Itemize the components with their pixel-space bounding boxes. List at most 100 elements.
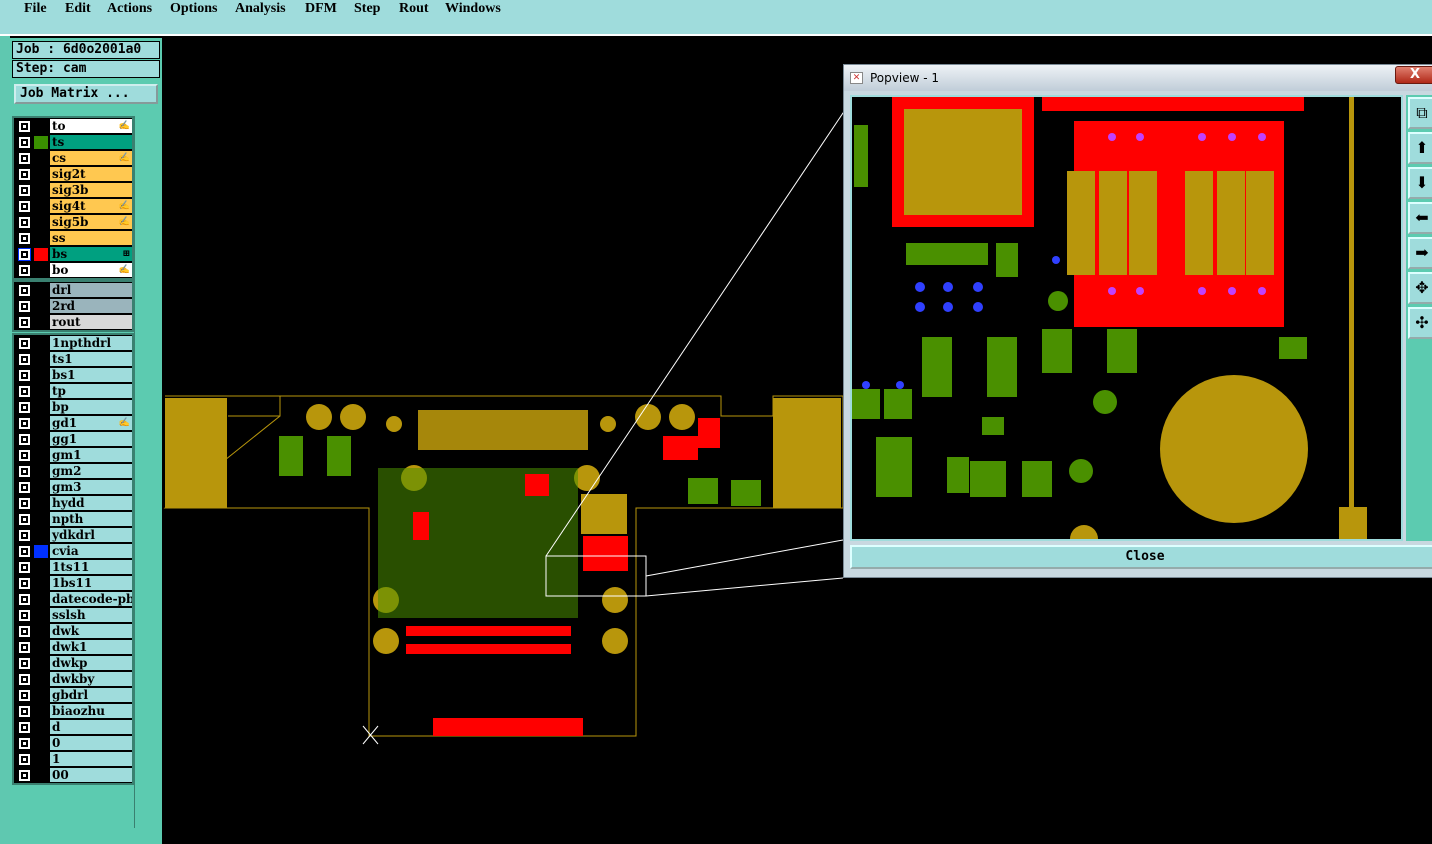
layer-row[interactable]: npth (16, 512, 132, 527)
layer-name[interactable]: 2rd (50, 299, 132, 313)
layer-color-swatch[interactable] (34, 369, 48, 382)
layer-row[interactable]: 2rd (16, 299, 132, 314)
layer-row[interactable]: rout (16, 315, 132, 330)
layer-row[interactable]: ss (16, 231, 132, 246)
layer-color-swatch[interactable] (34, 385, 48, 398)
layer-row[interactable]: cvia (16, 544, 132, 559)
layer-color-swatch[interactable] (34, 337, 48, 350)
menu-step[interactable]: Step (354, 1, 381, 16)
layer-row[interactable]: gg1 (16, 432, 132, 447)
layer-row[interactable]: dwkby (16, 672, 132, 687)
pan-up-icon[interactable]: ⬆ (1408, 132, 1432, 164)
layer-name[interactable]: dwkby (50, 672, 132, 686)
layer-color-swatch[interactable] (34, 609, 48, 622)
layer-color-swatch[interactable] (34, 481, 48, 494)
layer-checkbox[interactable] (18, 721, 31, 734)
layer-checkbox[interactable] (18, 513, 31, 526)
layer-checkbox[interactable] (18, 593, 31, 606)
menu-windows[interactable]: Windows (445, 1, 501, 16)
layer-checkbox[interactable] (18, 232, 31, 245)
layer-checkbox[interactable] (18, 641, 31, 654)
menu-dfm[interactable]: DFM (305, 1, 337, 16)
layer-name[interactable]: 00 (50, 768, 132, 782)
layer-row[interactable]: 00 (16, 768, 132, 783)
layer-checkbox[interactable] (18, 417, 31, 430)
layer-color-swatch[interactable] (34, 705, 48, 718)
layer-color-swatch[interactable] (34, 401, 48, 414)
layer-name[interactable]: npth (50, 512, 132, 526)
pan-left-icon[interactable]: ⬅ (1408, 202, 1432, 234)
layer-name[interactable]: gd1✍ (50, 416, 132, 430)
layer-name[interactable]: sslsh (50, 608, 132, 622)
layer-row[interactable]: tp (16, 384, 132, 399)
layer-name[interactable]: to✍ (50, 119, 132, 133)
layer-row[interactable]: 1npthdrl (16, 336, 132, 351)
layer-color-swatch[interactable] (34, 737, 48, 750)
layer-checkbox[interactable] (18, 168, 31, 181)
menu-edit[interactable]: Edit (65, 1, 91, 16)
zoom-home-icon[interactable]: ⧉ (1408, 97, 1432, 129)
layer-row[interactable]: ydkdrl (16, 528, 132, 543)
layer-name[interactable]: hydd (50, 496, 132, 510)
layer-color-swatch[interactable] (34, 353, 48, 366)
layer-name[interactable]: sig5b✍ (50, 215, 132, 229)
layer-name[interactable]: drl (50, 283, 132, 297)
layer-color-swatch[interactable] (34, 200, 48, 213)
layer-name[interactable]: tp (50, 384, 132, 398)
layer-row[interactable]: sig2t (16, 167, 132, 182)
layer-checkbox[interactable] (18, 200, 31, 213)
layer-name[interactable]: rout (50, 315, 132, 329)
menu-rout[interactable]: Rout (399, 1, 429, 16)
layer-row[interactable]: drl (16, 283, 132, 298)
layer-checkbox[interactable] (18, 673, 31, 686)
layer-checkbox[interactable] (18, 136, 31, 149)
layer-name[interactable]: bs⊞ (50, 247, 132, 261)
layer-row[interactable]: sslsh (16, 608, 132, 623)
layer-color-swatch[interactable] (34, 465, 48, 478)
layer-row[interactable]: gm2 (16, 464, 132, 479)
layer-checkbox[interactable] (18, 316, 31, 329)
layer-color-swatch[interactable] (34, 184, 48, 197)
layer-checkbox[interactable] (18, 769, 31, 782)
layer-checkbox[interactable] (18, 216, 31, 229)
layer-row[interactable]: bo✍ (16, 263, 132, 278)
menu-analysis[interactable]: Analysis (235, 1, 286, 16)
layer-color-swatch[interactable] (34, 264, 48, 277)
layer-row[interactable]: 0 (16, 736, 132, 751)
layer-name[interactable]: dwk1 (50, 640, 132, 654)
layer-checkbox[interactable] (18, 120, 31, 133)
layer-name[interactable]: bs1 (50, 368, 132, 382)
layer-row[interactable]: bs⊞ (16, 247, 132, 262)
layer-name[interactable]: sig2t (50, 167, 132, 181)
layer-row[interactable]: gm3 (16, 480, 132, 495)
layer-checkbox[interactable] (18, 353, 31, 366)
layer-checkbox[interactable] (18, 737, 31, 750)
layer-checkbox[interactable] (18, 753, 31, 766)
layer-name[interactable]: 0 (50, 736, 132, 750)
layer-color-swatch[interactable] (34, 689, 48, 702)
layer-checkbox[interactable] (18, 248, 31, 261)
layer-name[interactable]: 1bs11 (50, 576, 132, 590)
layer-row[interactable]: 1bs11 (16, 576, 132, 591)
layer-color-swatch[interactable] (34, 625, 48, 638)
layer-checkbox[interactable] (18, 385, 31, 398)
layer-color-swatch[interactable] (34, 120, 48, 133)
layer-row[interactable]: cs✍ (16, 151, 132, 166)
layer-name[interactable]: d (50, 720, 132, 734)
layer-name[interactable]: sig3b (50, 183, 132, 197)
layer-row[interactable]: ts1 (16, 352, 132, 367)
layer-color-swatch[interactable] (34, 769, 48, 782)
layer-row[interactable]: biaozhu (16, 704, 132, 719)
layer-name[interactable]: dwk (50, 624, 132, 638)
layer-color-swatch[interactable] (34, 284, 48, 297)
layer-checkbox[interactable] (18, 609, 31, 622)
layer-color-swatch[interactable] (34, 529, 48, 542)
layer-color-swatch[interactable] (34, 216, 48, 229)
layer-row[interactable]: sig3b (16, 183, 132, 198)
layer-color-swatch[interactable] (34, 136, 48, 149)
pcb-board-view[interactable] (163, 38, 843, 844)
layer-row[interactable]: bs1 (16, 368, 132, 383)
layer-checkbox[interactable] (18, 529, 31, 542)
layer-row[interactable]: gd1✍ (16, 416, 132, 431)
layer-color-swatch[interactable] (34, 300, 48, 313)
